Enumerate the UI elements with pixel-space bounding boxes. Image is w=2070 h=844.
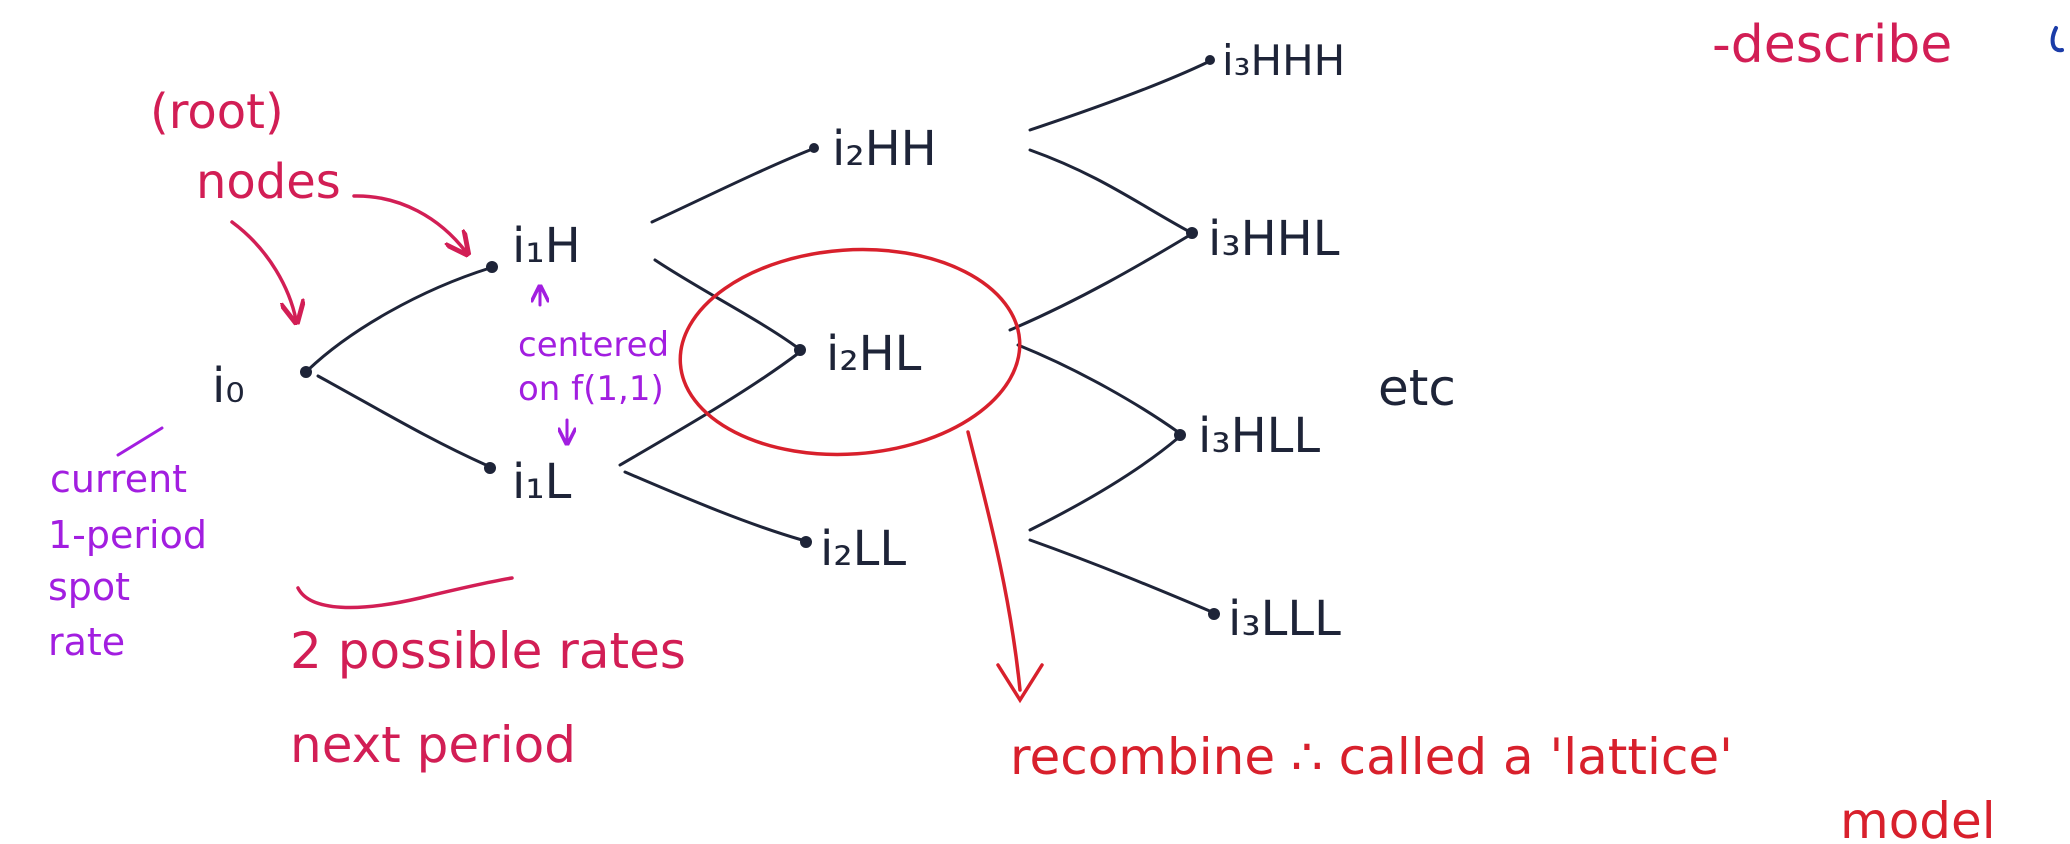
nodes-label: nodes: [196, 154, 341, 210]
spot-label: spot: [48, 565, 130, 609]
node-label-i2HL: i₂HL: [826, 326, 922, 382]
node-label-i3HLL: i₃HLL: [1198, 408, 1320, 464]
node-label-i2LL: i₂LL: [820, 521, 906, 577]
two-possible-rates-label: 2 possible rates: [290, 622, 686, 680]
branch-i2HL-i3HLL: [1016, 343, 1180, 434]
node-label-i2HH: i₂HH: [832, 121, 937, 177]
next-period-brace: [296, 576, 514, 610]
branch-i1L-i2HL: [618, 350, 802, 467]
branch-i2LL-i3HLL: [1028, 436, 1180, 532]
node-label-i3LLL: i₃LLL: [1228, 591, 1341, 647]
branch-i2HL-i3HHL: [1008, 233, 1192, 332]
recombine-label: recombine ∴ called a 'lattice': [1010, 728, 1733, 786]
one-period-label: 1-period: [48, 513, 207, 557]
branch-i1H-i2HL: [653, 258, 800, 350]
root-label: (root): [150, 84, 284, 140]
node-label-i3HHH: i₃HHH: [1222, 36, 1345, 85]
node-dot-i1L: [484, 462, 496, 474]
node-dot-i1H: [486, 261, 498, 273]
node-dot-i2LL: [800, 536, 812, 548]
clipped-blue-mark: [2050, 26, 2064, 53]
etc-label: etc: [1378, 359, 1456, 417]
recombine-circle: [678, 247, 1022, 457]
model-label: model: [1840, 792, 1996, 844]
node-dot-i2HL: [794, 344, 806, 356]
node-dot-i3HHL: [1186, 227, 1198, 239]
branch-i2HH-i3HHH: [1028, 60, 1210, 132]
node-dot-i3HLL: [1174, 429, 1186, 441]
branch-i2LL-i3LLL: [1028, 538, 1214, 614]
branch-i1L-i2LL: [623, 470, 804, 542]
node-label-i3HHL: i₃HHL: [1208, 211, 1340, 267]
nodes-to-i0-arrow: [230, 220, 296, 320]
centered-label: centered: [518, 325, 669, 365]
on-f-label: on f(1,1): [518, 369, 664, 409]
branch-i2HH-i3HHL: [1028, 148, 1192, 234]
node-dot-i2HH: [809, 143, 819, 153]
node-dot-i3LLL: [1208, 608, 1220, 620]
node-label-i0: i₀: [212, 358, 245, 414]
node-label-i1H: i₁H: [512, 218, 581, 274]
next-period-label: next period: [290, 716, 576, 774]
recombine-arrow-head: [996, 663, 1044, 704]
branch-i1H-i2HH: [650, 148, 812, 224]
node-dot-i0: [300, 366, 312, 378]
recombine-arrow-line: [966, 430, 1022, 692]
spot-rate-tick: [116, 426, 164, 457]
node-dot-i3HHH: [1205, 55, 1215, 65]
describe-label: -describe: [1712, 15, 1952, 75]
rate-label: rate: [48, 620, 125, 664]
nodes-to-i1H-arrow: [352, 194, 466, 252]
node-label-i1L: i₁L: [512, 454, 572, 510]
branch-i0-i1H: [306, 266, 492, 372]
current-label: current: [50, 457, 187, 501]
branch-i0-i1L: [316, 374, 488, 467]
